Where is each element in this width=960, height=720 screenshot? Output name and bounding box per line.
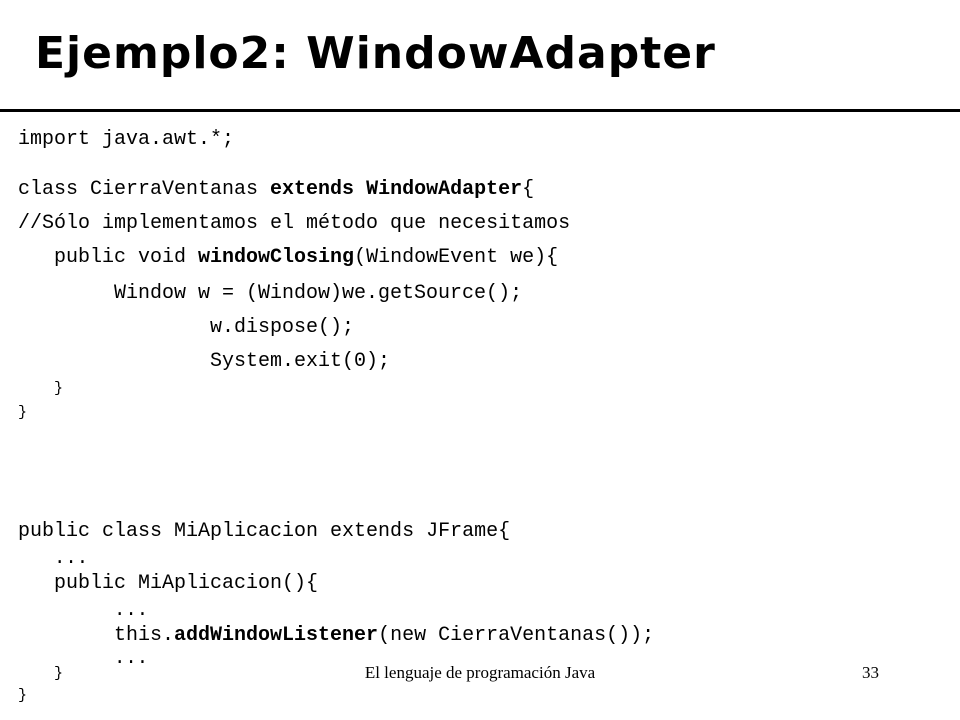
code-text: { bbox=[522, 178, 535, 201]
code-text: this. bbox=[114, 624, 175, 647]
page-number: 33 bbox=[862, 663, 879, 682]
code-text: public void bbox=[54, 246, 199, 269]
code-line-import: import java.awt.*; bbox=[18, 128, 235, 151]
code-line-comment: //Sólo implementamos el método que neces… bbox=[18, 212, 571, 235]
code-text: (new CierraVentanas()); bbox=[378, 624, 655, 647]
slide-title: Ejemplo2: WindowAdapter bbox=[35, 28, 716, 79]
code-line-ellipsis: ... bbox=[114, 647, 149, 669]
code-line-ellipsis: ... bbox=[114, 599, 149, 621]
code-text: class CierraVentanas bbox=[18, 178, 271, 201]
code-line-ellipsis: ... bbox=[54, 547, 89, 569]
code-line-app-close: } bbox=[18, 687, 28, 704]
code-line-method-close: } bbox=[54, 380, 64, 397]
code-line-add-listener: this.addWindowListener(new CierraVentana… bbox=[114, 624, 654, 648]
code-keyword: windowClosing bbox=[198, 246, 355, 269]
code-line-class-close: } bbox=[18, 404, 28, 421]
code-line-app-class: public class MiAplicacion extends JFrame… bbox=[18, 520, 511, 543]
code-text: (WindowEvent we){ bbox=[354, 246, 559, 269]
code-line-class-decl: class CierraVentanas extends WindowAdapt… bbox=[18, 178, 534, 202]
title-divider bbox=[0, 109, 960, 112]
code-keyword: addWindowListener bbox=[174, 624, 379, 647]
code-line-exit: System.exit(0); bbox=[210, 350, 391, 373]
code-line-method-decl: public void windowClosing(WindowEvent we… bbox=[54, 246, 558, 270]
code-line-constructor-close: } bbox=[54, 665, 64, 682]
footer-title: El lenguaje de programación Java bbox=[364, 663, 596, 682]
code-line-constructor: public MiAplicacion(){ bbox=[54, 572, 319, 595]
code-line-dispose: w.dispose(); bbox=[210, 316, 355, 339]
code-line-window-cast: Window w = (Window)we.getSource(); bbox=[114, 282, 523, 305]
code-keyword: extends WindowAdapter bbox=[270, 178, 523, 201]
